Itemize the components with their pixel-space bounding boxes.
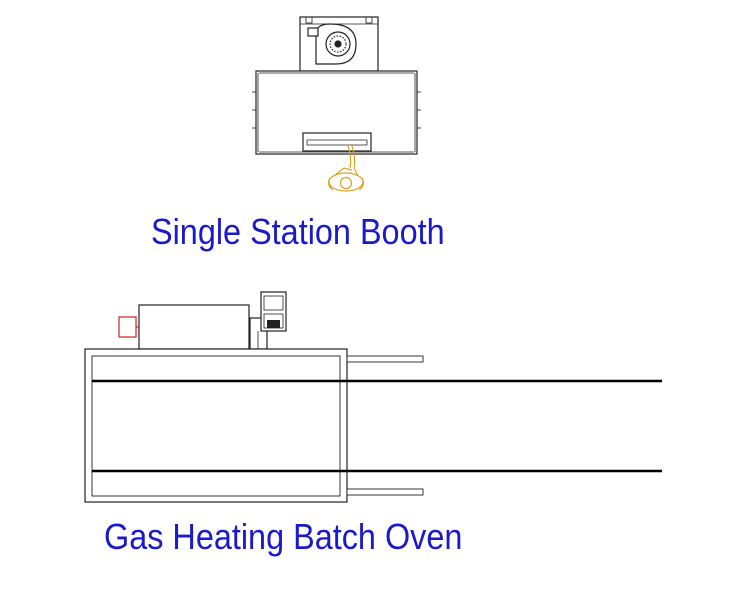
booth-body xyxy=(252,70,421,155)
single-station-booth-label: Single Station Booth xyxy=(151,211,445,252)
operator-figure xyxy=(327,145,365,192)
cart-tracks xyxy=(92,379,662,473)
single-station-booth-drawing xyxy=(252,16,421,155)
burner-housing xyxy=(118,304,250,350)
exhaust-fan-unit xyxy=(299,16,379,72)
batch-oven-drawing xyxy=(84,291,662,503)
booth-work-opening xyxy=(302,132,372,152)
oven-body xyxy=(84,348,348,503)
gas-heating-batch-oven-label: Gas Heating Batch Oven xyxy=(104,516,463,557)
oven-door-rails xyxy=(346,355,424,496)
circulation-fan-motor xyxy=(249,291,287,350)
